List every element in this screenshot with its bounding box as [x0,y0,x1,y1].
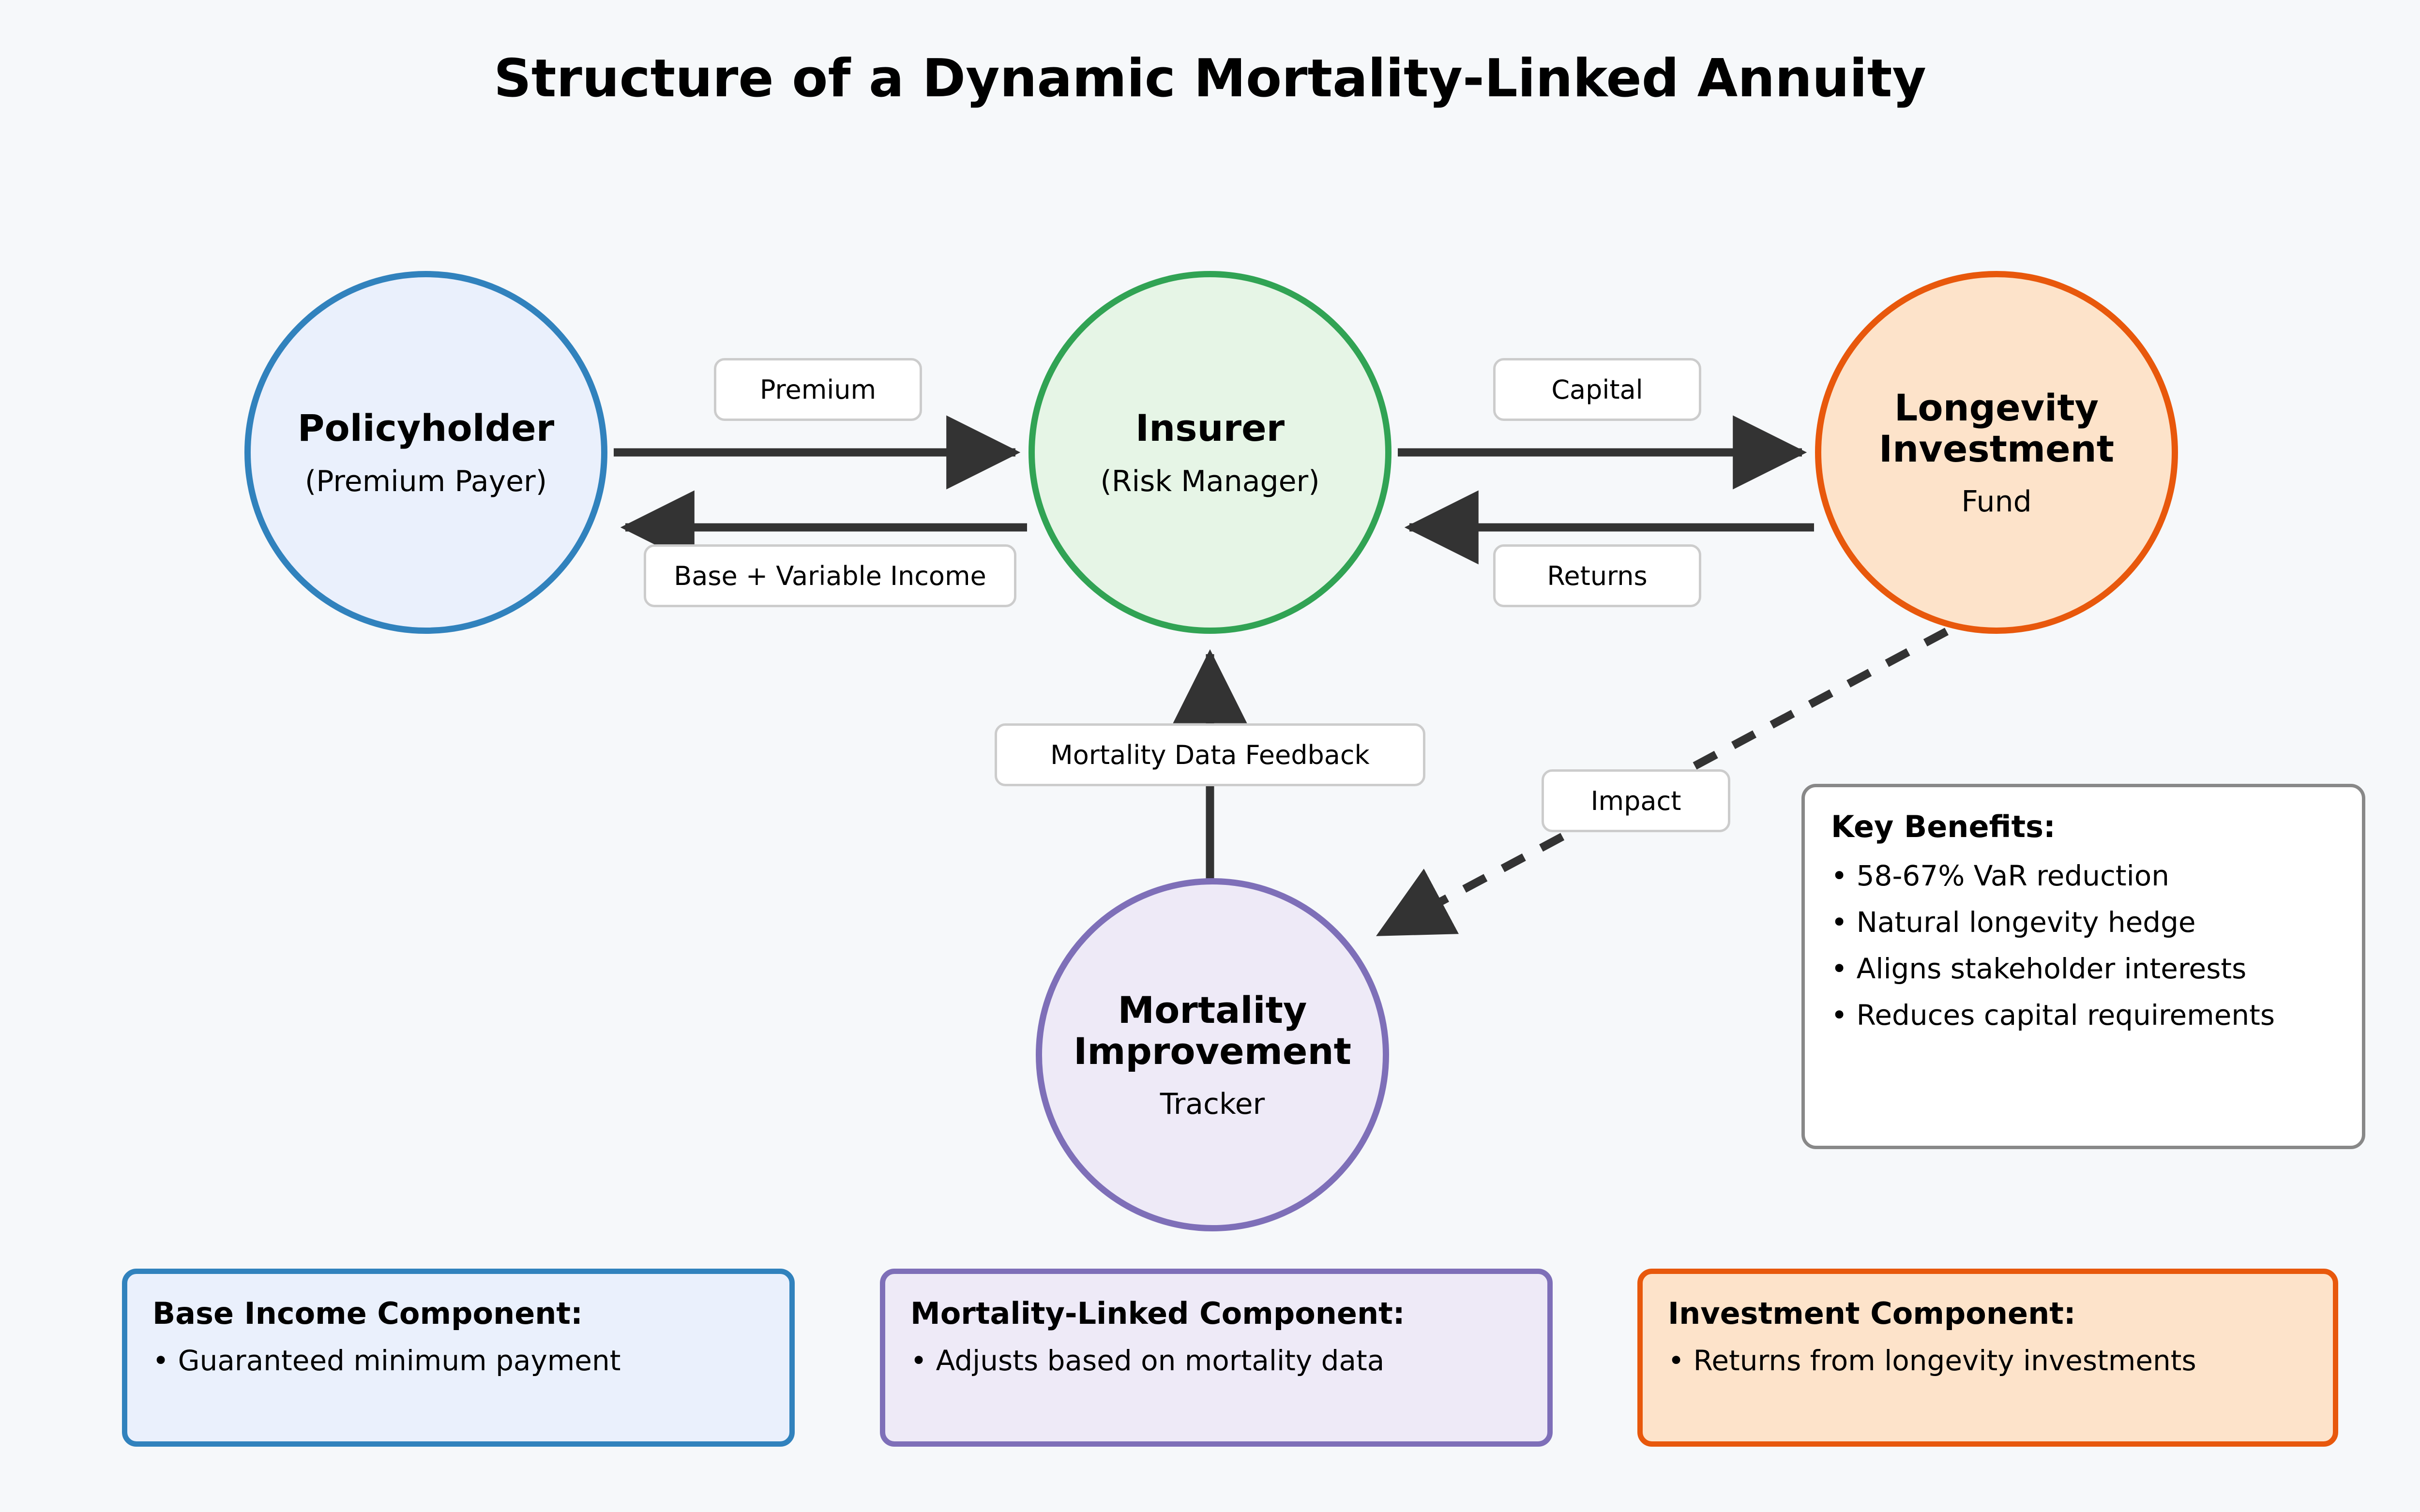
edge-label-income: Base + Variable Income [644,544,1016,607]
component-mortality-linked: Mortality-Linked Component: Adjusts base… [880,1269,1553,1447]
node-longevity-title: Longevity Investment [1878,386,2115,470]
node-mortality-subtitle: Tracker [1160,1087,1265,1122]
edge-label-premium: Premium [714,358,922,421]
list-item: Reduces capital requirements [1831,1001,2336,1029]
page-title: Structure of a Dynamic Mortality-Linked … [494,48,1926,109]
component-investment: Investment Component: Returns from longe… [1637,1269,2338,1447]
component-base-income-title: Base Income Component: [152,1296,583,1331]
component-mortality-linked-list: Adjusts based on mortality data [910,1347,1522,1375]
edge-label-capital: Capital [1493,358,1701,421]
key-benefits-title: Key Benefits: [1831,809,2056,844]
node-mortality-title: Mortality Improvement [1074,988,1351,1073]
component-investment-list: Returns from longevity investments [1668,1347,2308,1375]
list-item: Adjusts based on mortality data [910,1347,1522,1375]
node-longevity-subtitle: Fund [1961,485,2032,519]
node-policyholder-title: Policyholder [297,406,555,450]
component-base-income-list: Guaranteed minimum payment [152,1347,764,1375]
list-item: Natural longevity hedge [1831,908,2336,936]
component-base-income: Base Income Component: Guaranteed minimu… [122,1269,795,1447]
key-benefits-list: 58-67% VaR reduction Natural longevity h… [1831,862,2336,1029]
node-insurer-title: Insurer [1135,406,1285,450]
node-policyholder[interactable]: Policyholder (Premium Payer) [244,271,607,634]
node-longevity[interactable]: Longevity Investment Fund [1815,271,2178,634]
node-insurer[interactable]: Insurer (Risk Manager) [1028,271,1392,634]
component-investment-title: Investment Component: [1668,1296,2076,1331]
node-policyholder-subtitle: (Premium Payer) [304,464,547,498]
list-item: Returns from longevity investments [1668,1347,2308,1375]
list-item: 58-67% VaR reduction [1831,862,2336,890]
edge-label-impact: Impact [1542,769,1730,832]
component-mortality-linked-title: Mortality-Linked Component: [910,1296,1405,1331]
list-item: Aligns stakeholder interests [1831,955,2336,983]
list-item: Guaranteed minimum payment [152,1347,764,1375]
node-insurer-subtitle: (Risk Manager) [1100,464,1320,498]
node-mortality[interactable]: Mortality Improvement Tracker [1036,878,1389,1231]
key-benefits-panel: Key Benefits: 58-67% VaR reduction Natur… [1801,784,2365,1149]
edge-label-feedback: Mortality Data Feedback [995,723,1425,786]
edge-label-returns: Returns [1493,544,1701,607]
